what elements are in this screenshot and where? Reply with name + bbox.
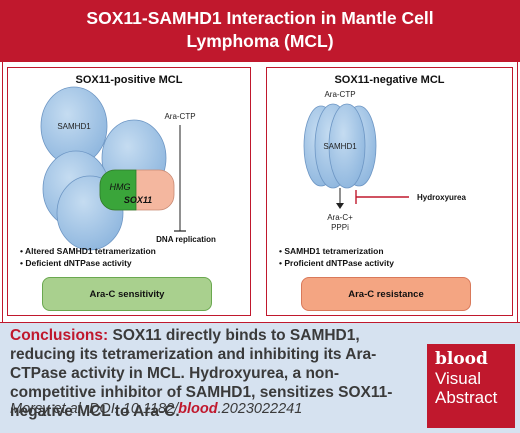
left-panel-title: SOX11-positive MCL [75,74,183,86]
conclusions-label: Conclusions: [10,327,109,344]
hmg-domain [99,169,137,211]
dna-replication-label: DNA replication [156,235,216,244]
right-diagram: Ara-CTP SAMHD1 Ara-C+ PPPi Hydroxyurea [303,90,466,232]
left-bullets: Altered SAMHD1 tetramerization Deficient… [20,245,156,269]
citation-suffix: .2023022241 [217,401,303,417]
citation-prefix: Morsy et al. DOI: 10.1182/ [10,401,179,417]
bullet-item: SAMHD1 tetramerization [279,245,394,257]
left-diagram: SAMHD1 HMG SOX11 Ara-CTP DNA replication [40,86,216,251]
hydroxyurea-label: Hydroxyurea [417,193,466,202]
product-label-2: PPPi [331,223,349,232]
sox11-negative-panel: SOX11-negative MCL Ara-CTP SAMHD1 Ara-C+… [266,67,513,316]
sox11-positive-panel: SOX11-positive MCL SAMHD1 HMG SOX11 Ara-… [7,67,251,316]
samhd1-label: SAMHD1 [323,142,357,151]
title-line-1: SOX11-SAMHD1 Interaction in Mantle Cell [86,8,434,28]
sox11-protein: HMG SOX11 [99,169,175,211]
ara-ctp-label: Ara-CTP [164,112,195,121]
title-line-2: Lymphoma (MCL) [186,31,334,51]
ara-c-resistance-box: Ara-C resistance [301,277,471,311]
product-label-1: Ara-C+ [327,213,353,222]
hmg-label: HMG [110,182,131,192]
bullet-item: Altered SAMHD1 tetramerization [20,245,156,257]
right-bullets: SAMHD1 tetramerization Proficient dNTPas… [279,245,394,269]
badge-line-abstract: Abstract [435,388,498,407]
ara-c-sensitivity-box: Ara-C sensitivity [42,277,212,311]
bullet-item: Proficient dNTPase activity [279,257,394,269]
title-banner: SOX11-SAMHD1 Interaction in Mantle Cell … [0,0,520,62]
sox11-label: SOX11 [124,195,152,205]
right-panel-title: SOX11-negative MCL [334,74,445,86]
badge-journal: blood [435,349,488,369]
conclusions-body: SOX11 directly binds to SAMHD1, reducing… [10,327,393,420]
citation-journal: blood [178,401,218,417]
conclusions-text: Conclusions: SOX11 directly binds to SAM… [10,326,415,421]
ara-ctp-label: Ara-CTP [324,90,355,99]
samhd1-label: SAMHD1 [57,122,91,131]
arrow-head [336,203,344,209]
bullet-item: Deficient dNTPase activity [20,257,156,269]
citation: Morsy et al. DOI: 10.1182/blood.20230222… [10,401,302,417]
blood-visual-abstract-logo: blood Visual Abstract [427,344,515,428]
samhd1-tetramer [303,103,377,189]
badge-line-visual: Visual [435,369,481,388]
